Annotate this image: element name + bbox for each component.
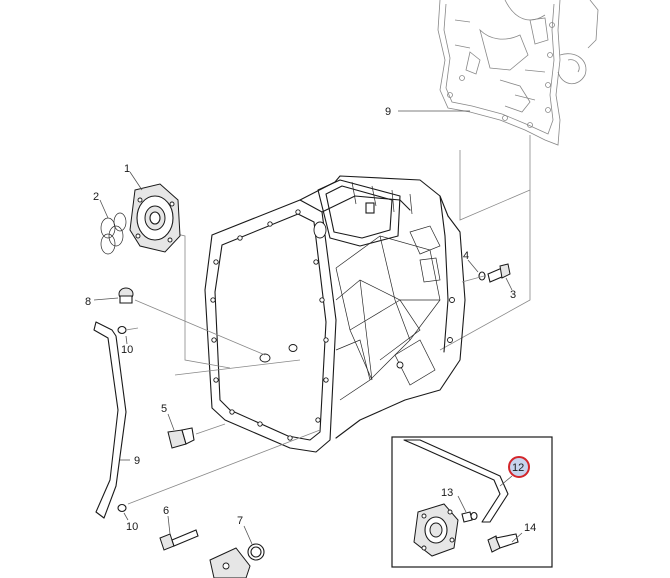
part-6-bolt — [159, 529, 199, 551]
part-4-washer — [478, 271, 486, 281]
part-10-washer-bottom — [117, 503, 127, 513]
callout-9-top: 9 — [385, 106, 391, 118]
callout-14: 14 — [524, 522, 536, 534]
gearbox-housing — [204, 175, 466, 453]
callout-6: 6 — [163, 505, 169, 517]
callout-2: 2 — [93, 191, 99, 203]
part-10-washer-top — [117, 325, 127, 335]
callout-10-bottom: 10 — [126, 521, 138, 533]
callout-13: 13 — [441, 487, 453, 499]
part-2-o-rings — [100, 212, 127, 255]
callout-3: 3 — [510, 289, 516, 301]
part-1-cover-plate — [129, 183, 181, 253]
part-9-pipe-left — [93, 321, 127, 519]
callout-5: 5 — [161, 403, 167, 415]
callout-8: 8 — [85, 296, 91, 308]
detail-inset — [391, 436, 553, 568]
part-8-plug — [118, 287, 134, 304]
callout-12-highlight-ring[interactable] — [508, 456, 530, 478]
callout-9-bottom: 9 — [134, 455, 140, 467]
part-3-bolt — [487, 263, 511, 283]
engine-rear-plate — [437, 0, 599, 146]
callout-4: 4 — [463, 250, 469, 262]
callout-10-top: 10 — [121, 344, 133, 356]
part-5-sensor — [167, 427, 195, 449]
part-7-seal — [209, 543, 265, 578]
callout-1: 1 — [124, 163, 130, 175]
callout-12[interactable]: 12 — [512, 462, 524, 474]
callout-7: 7 — [237, 515, 243, 527]
